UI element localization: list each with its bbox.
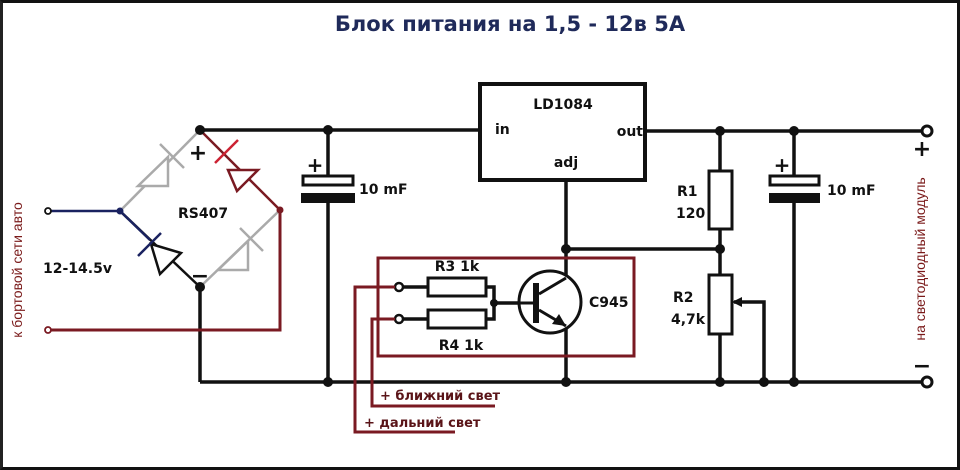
resistor-r1: R1 120 <box>676 126 734 254</box>
node-emitter-ground <box>561 377 571 387</box>
output-terminal-minus <box>920 375 934 389</box>
wire-low-beam <box>370 317 495 408</box>
node-bridge-minus <box>195 282 205 292</box>
diagram-title: Блок питания на 1,5 - 12в 5А <box>335 12 686 36</box>
terminal-r4 <box>393 313 405 325</box>
diode-bridge: RS407 + − <box>116 125 284 292</box>
r2-body <box>707 273 734 336</box>
node-base <box>490 299 498 307</box>
output-terminals: + − на светодиодный модуль <box>912 124 934 389</box>
transistor-collector <box>538 276 567 296</box>
bridge-plus: + <box>189 141 207 166</box>
input-terminal-2 <box>44 326 52 334</box>
node-r1-top <box>715 126 725 136</box>
wire-high-beam <box>353 285 455 434</box>
r2-name: R2 <box>673 290 694 306</box>
cout-plate-plus <box>768 174 821 187</box>
regulator-pin-in: in <box>495 122 510 138</box>
high-beam-label: + дальний свет <box>364 416 481 431</box>
node-cout-bottom <box>789 377 799 387</box>
regulator-pin-adj: adj <box>554 155 578 171</box>
transistor-name: C945 <box>589 295 629 311</box>
r3-body <box>426 276 488 298</box>
terminal-r3 <box>393 281 405 293</box>
diode-tr-bar <box>214 139 239 164</box>
input-voltage: 12-14.5v <box>43 261 112 277</box>
headlight-wires <box>353 285 495 434</box>
module-border <box>376 256 636 358</box>
cin-plate-plus <box>301 174 355 187</box>
node-cin-bottom <box>323 377 333 387</box>
node-r1-r2 <box>715 244 725 254</box>
wire-input-2 <box>48 210 282 332</box>
regulator-pin-out: out <box>617 124 644 140</box>
diode-bl-icon <box>149 242 184 277</box>
diode-br-bar <box>239 227 264 252</box>
r4-body <box>426 308 488 330</box>
node-bridge-plus <box>195 125 205 135</box>
bridge-name: RS407 <box>178 206 228 222</box>
r2-wiper-arrow-icon <box>732 297 742 307</box>
cout-polarity: + <box>774 153 791 177</box>
diode-tl-bar <box>159 143 185 169</box>
potentiometer-r2: R2 4,7k <box>671 273 769 387</box>
cout-value: 10 mF <box>827 183 876 199</box>
low-beam-label: + ближний свет <box>380 389 501 404</box>
node-r2-wiper <box>759 377 769 387</box>
r3-label: R3 1k <box>435 259 480 275</box>
headlight-switch-module: R3 1k R4 1k C945 <box>376 244 636 387</box>
node-r2-bottom <box>715 377 725 387</box>
diode-bl-bar <box>137 232 162 257</box>
diode-br-icon <box>214 238 250 272</box>
cout-plate-minus <box>769 193 820 203</box>
cin-value: 10 mF <box>359 182 408 198</box>
output-terminal-plus <box>920 124 934 138</box>
r4-label: R4 1k <box>439 338 484 354</box>
cin-polarity: + <box>307 153 324 177</box>
capacitor-out: + 10 mF <box>768 126 876 387</box>
r1-body <box>707 169 734 231</box>
output-minus: − <box>913 354 931 379</box>
output-plus: + <box>913 137 931 162</box>
r1-name: R1 <box>677 184 698 200</box>
regulator-body <box>478 82 647 182</box>
node-cout-top <box>789 126 799 136</box>
transistor-base-bar <box>533 283 539 323</box>
input-terminal-1 <box>44 207 52 215</box>
cin-plate-minus <box>301 193 355 203</box>
regulator-ld1084: LD1084 in out adj <box>478 82 647 182</box>
r2-value: 4,7k <box>671 312 706 328</box>
input-side-label: к бортовой сети авто <box>9 202 25 338</box>
node-cin-top <box>323 125 333 135</box>
node-adj-collector <box>561 244 571 254</box>
transistor-emitter-arrow-icon <box>552 314 566 326</box>
r1-value: 120 <box>676 206 705 222</box>
bridge-minus: − <box>191 264 209 289</box>
bridge-wire-bl-blue <box>119 210 151 241</box>
wire-r2-wiper <box>734 300 766 382</box>
diode-tl-icon <box>134 154 170 188</box>
capacitor-in: + 10 mF <box>301 125 408 387</box>
diode-tr-icon <box>226 168 262 194</box>
regulator-name: LD1084 <box>533 97 593 113</box>
output-side-label: на светодиодный модуль <box>912 177 928 340</box>
